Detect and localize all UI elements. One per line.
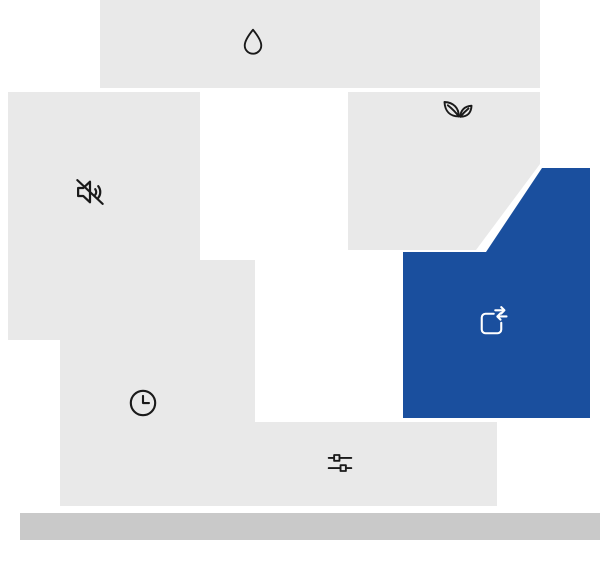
remote-start-icon <box>475 304 511 340</box>
water-drop-icon <box>237 26 269 58</box>
speaker-muted-icon <box>71 173 109 211</box>
bottom-handle-bar[interactable] <box>20 513 600 540</box>
tile-settings[interactable] <box>200 422 497 506</box>
tile-water[interactable] <box>100 0 540 88</box>
clock-icon <box>126 386 160 420</box>
sliders-icon <box>324 447 356 479</box>
leaves-icon <box>440 96 476 132</box>
